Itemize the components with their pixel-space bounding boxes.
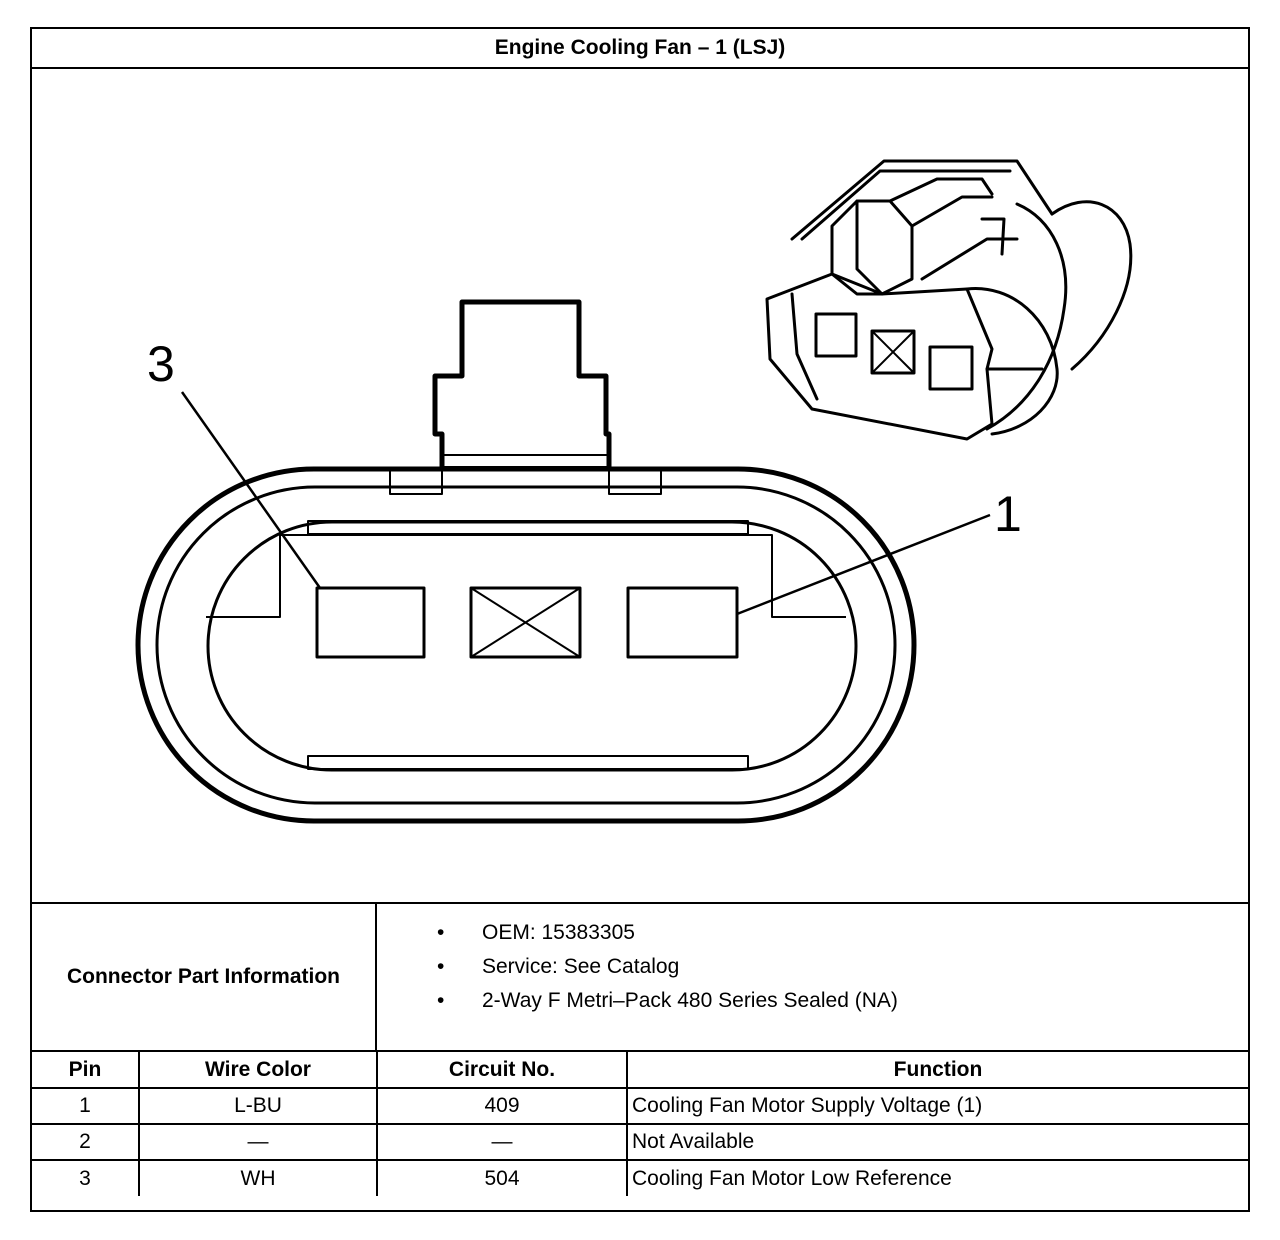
iso-cavity-1: [928, 345, 974, 391]
header-wire-color: Wire Color: [138, 1052, 378, 1089]
header-circuit: Circuit No.: [376, 1052, 628, 1089]
connector-shell-inner: [155, 485, 897, 805]
connector-seal: [206, 520, 858, 772]
cell-wire-color: L-BU: [138, 1087, 378, 1125]
iso-body-top: [790, 159, 1054, 241]
iso-cavity-2-plugged: [870, 329, 916, 375]
cavity-pin-3: [315, 586, 426, 659]
callout-pin-1: 1: [994, 486, 1022, 542]
cell-wire-color: —: [138, 1123, 378, 1161]
iso-latch: [830, 199, 914, 296]
cell-circuit: 409: [376, 1087, 628, 1125]
cell-circuit: —: [376, 1123, 628, 1161]
iso-rear-boot: [1050, 200, 1133, 371]
cell-pin: 3: [32, 1159, 140, 1196]
connector-diagram: 3 1: [135, 159, 1133, 824]
connector-latch: [432, 299, 612, 469]
page-title: Engine Cooling Fan – 1 (LSJ): [32, 29, 1248, 69]
iso-front-face: [765, 272, 994, 441]
connector-sheet: Engine Cooling Fan – 1 (LSJ): [30, 27, 1250, 1212]
cell-function: Not Available: [626, 1123, 1248, 1161]
connector-face-view: [135, 299, 917, 824]
pin-table: Pin Wire Color Circuit No. Function 1 L-…: [32, 1052, 1248, 1196]
connector-part-info-label: Connector Part Information: [32, 904, 377, 1050]
cell-function: Cooling Fan Motor Low Reference: [626, 1159, 1248, 1196]
cell-pin: 1: [32, 1087, 140, 1125]
info-item-series: 2-Way F Metri–Pack 480 Series Sealed (NA…: [437, 984, 1248, 1018]
info-item-oem: OEM: 15383305: [437, 916, 1248, 950]
callout-pin-3: 3: [147, 336, 175, 392]
cell-function: Cooling Fan Motor Supply Voltage (1): [626, 1087, 1248, 1125]
pin-table-header: Pin Wire Color Circuit No. Function: [32, 1052, 1248, 1089]
header-pin: Pin: [32, 1052, 140, 1089]
iso-cavity-3: [814, 312, 858, 358]
cavity-pin-1: [626, 586, 739, 659]
leader-pin-1: [736, 513, 991, 616]
pin-callouts: [180, 391, 991, 616]
header-function: Function: [626, 1052, 1248, 1089]
connector-part-info: Connector Part Information OEM: 15383305…: [32, 902, 1248, 1052]
connector-isometric-view: [765, 159, 1133, 441]
cell-circuit: 504: [376, 1159, 628, 1196]
table-row: 3 WH 504 Cooling Fan Motor Low Reference: [32, 1159, 1248, 1196]
connector-part-info-list: OEM: 15383305 Service: See Catalog 2-Way…: [377, 904, 1248, 1062]
connector-shell-outer: [135, 466, 917, 824]
info-item-service: Service: See Catalog: [437, 950, 1248, 984]
table-row: 2 — — Not Available: [32, 1123, 1248, 1161]
leader-pin-3: [180, 391, 322, 589]
cell-wire-color: WH: [138, 1159, 378, 1196]
cell-pin: 2: [32, 1123, 140, 1161]
cavity-pin-2-plugged: [469, 586, 582, 659]
table-row: 1 L-BU 409 Cooling Fan Motor Supply Volt…: [32, 1087, 1248, 1125]
connector-inner-rail-bottom: [307, 755, 749, 770]
connector-inner-body: [206, 534, 846, 618]
